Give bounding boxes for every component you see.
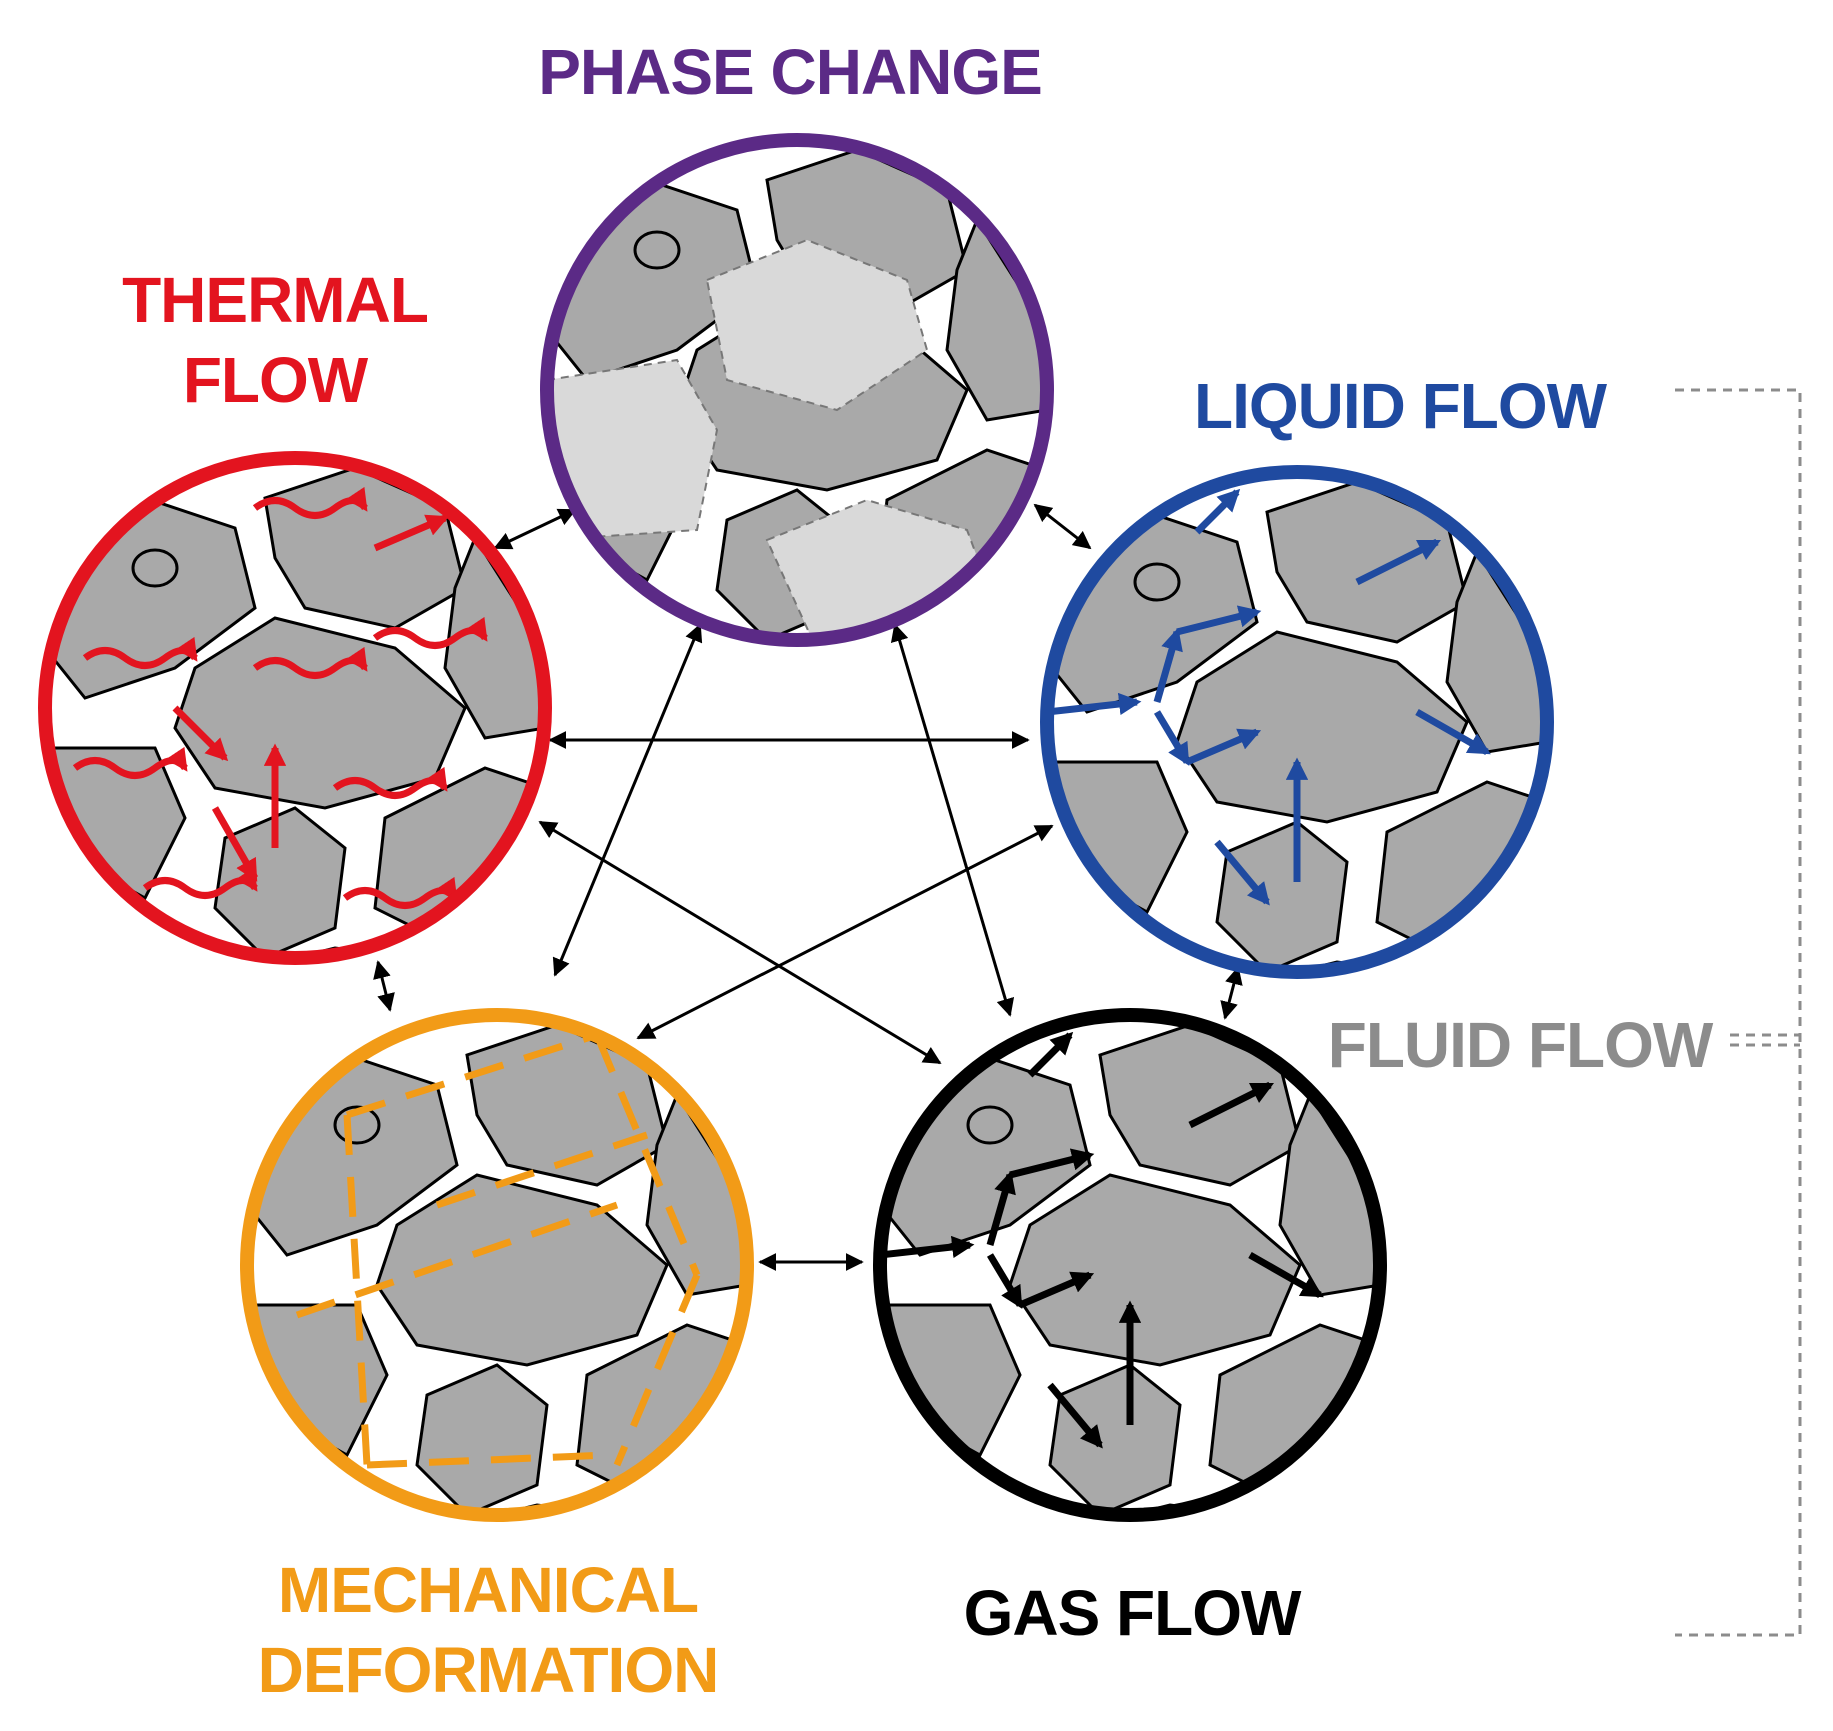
label-mechanical-line1: MECHANICAL [278,1554,698,1626]
fluid-flow-bracket [1675,388,1802,1637]
label-thermal-line2: FLOW [183,344,369,416]
liquid-flow-ring [1040,465,1554,979]
node-thermal-flow [38,451,552,965]
node-mechanical-deformation [240,1008,754,1522]
node-liquid-flow [1040,465,1554,979]
node-phase-change [540,133,1054,647]
label-mechanical-line2: DEFORMATION [258,1634,719,1706]
phase-change-ring [540,133,1054,647]
label-liquid-flow: LIQUID FLOW [1194,370,1608,442]
thermal-flow-ring [38,451,552,965]
label-phase-change: PHASE CHANGE [538,36,1042,108]
connector-arrows [373,503,1243,1271]
mechanical-deformation-ring [240,1008,754,1522]
label-fluid-flow: FLUID FLOW [1328,1009,1714,1081]
node-gas-flow [873,1008,1387,1522]
label-gas-flow: GAS FLOW [964,1577,1302,1649]
gas-flow-ring [873,1008,1387,1522]
label-thermal-line1: THERMAL [122,264,428,336]
